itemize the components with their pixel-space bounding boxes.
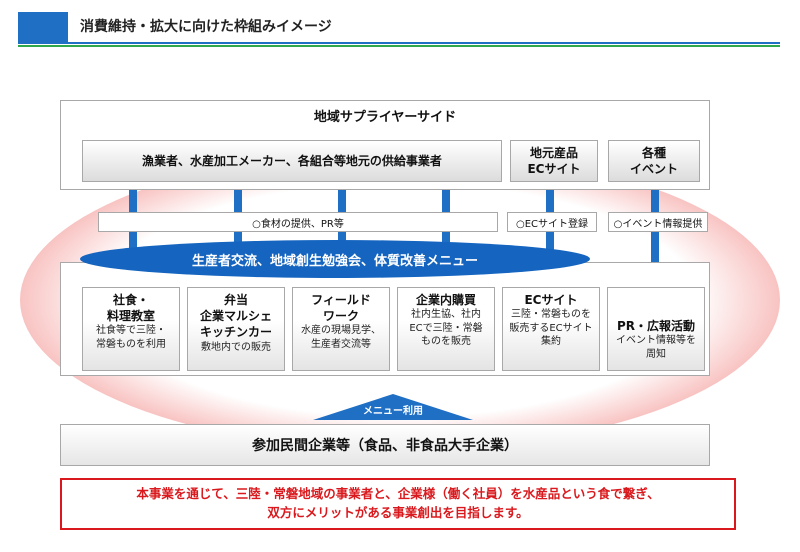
card-bento: 弁当 企業マルシェ キッチンカー 敷地内での販売 — [187, 287, 285, 371]
footer-line-2: 双方にメリットがある事業創出を目指します。 — [267, 505, 529, 520]
page-title: 消費維持・拡大に向けた枠組みイメージ — [80, 19, 332, 35]
card-bento-title-2: 企業マルシェ — [199, 309, 272, 324]
supplier-events: 各種イベント — [608, 140, 700, 182]
supplier-side-title: 地域サプライヤーサイド — [313, 110, 457, 125]
footer-message: 本事業を通じて、三陸・常磐地域の事業者と、企業様（働く社員）を水産品という食で繋… — [60, 478, 736, 530]
label-ec-registration: ○ECサイト登録 — [507, 212, 597, 232]
participating-companies: 参加民間企業等（食品、非食品大手企業） — [60, 424, 710, 466]
card-fieldwork-title-2: ワーク — [322, 309, 359, 324]
card-purchasing-title-1: 企業内購買 — [415, 293, 476, 307]
card-bento-title-3: キッチンカー — [199, 325, 272, 340]
supplier-local-businesses: 漁業者、水産加工メーカー、各組合等地元の供給事業者 — [82, 140, 502, 182]
flow-arrow-1 — [129, 190, 137, 290]
card-pr: PR・広報活動 イベント情報等を 周知 — [607, 287, 705, 371]
card-purchasing-desc-3: ものを販売 — [421, 336, 471, 348]
menu-use-triangle — [313, 394, 473, 420]
header-rule-green — [18, 45, 780, 47]
card-pr-title-1: PR・広報活動 — [616, 319, 696, 333]
card-purchasing-desc-1: 社内生協、社内 — [411, 309, 481, 321]
card-pr-desc-2: 周知 — [646, 348, 666, 360]
exchange-ellipse: 生産者交流、地域創生勉強会、体質改善メニュー — [80, 240, 590, 278]
card-fieldwork-desc-1: 水産の現場見学、 — [301, 325, 381, 337]
card-purchasing-desc-2: ECで三陸・常磐 — [409, 322, 483, 334]
card-fieldwork-title-1: フィールド — [311, 293, 371, 307]
card-ec-site-desc-1: 三陸・常磐ものを — [511, 309, 591, 321]
card-cafeteria-title-2: 料理教室 — [106, 309, 155, 324]
flow-arrow-5 — [546, 190, 554, 290]
menu-use-label: メニュー利用 — [363, 406, 423, 417]
label-food-pr: ○食材の提供、PR等 — [98, 212, 498, 232]
header-accent-bar — [18, 12, 68, 42]
card-fieldwork: フィールド ワーク 水産の現場見学、 生産者交流等 — [292, 287, 390, 371]
supplier-ec-site: 地元産品 ECサイト — [510, 140, 598, 182]
flow-arrow-6 — [651, 190, 659, 290]
header-rule-blue — [18, 42, 780, 44]
card-cafeteria-desc-1: 社食等で三陸・ — [96, 325, 166, 337]
card-cafeteria-title-1: 社食・ — [112, 293, 149, 307]
supplier-ec-line2: ECサイト — [527, 162, 581, 176]
supplier-ec-line1: 地元産品 — [529, 145, 578, 160]
card-fieldwork-desc-2: 生産者交流等 — [311, 338, 371, 350]
card-ec-site-title-1: ECサイト — [524, 293, 578, 307]
card-ec-site-desc-3: 集約 — [541, 336, 561, 348]
label-event-info: ○イベント情報提供 — [608, 212, 708, 232]
card-cafeteria-desc-2: 常磐ものを利用 — [96, 338, 166, 350]
card-bento-desc-1: 敷地内での販売 — [201, 341, 271, 353]
footer-line-1: 本事業を通じて、三陸・常磐地域の事業者と、企業様（働く社員）を水産品という食で繋… — [136, 486, 660, 502]
flow-arrow-2 — [234, 190, 242, 290]
card-ec-site-desc-2: 販売するECサイト — [509, 322, 593, 334]
card-purchasing: 企業内購買 社内生協、社内 ECで三陸・常磐 ものを販売 — [397, 287, 495, 371]
supplier-events-line1: 各種 — [641, 145, 666, 160]
supplier-events-line2: イベント — [629, 162, 678, 176]
card-pr-desc-1: イベント情報等を — [616, 335, 696, 347]
card-ec-site: ECサイト 三陸・常磐ものを 販売するECサイト 集約 — [502, 287, 600, 371]
card-cafeteria: 社食・ 料理教室 社食等で三陸・ 常磐ものを利用 — [82, 287, 180, 371]
card-bento-title-1: 弁当 — [223, 293, 248, 307]
flow-arrow-4 — [442, 190, 450, 290]
